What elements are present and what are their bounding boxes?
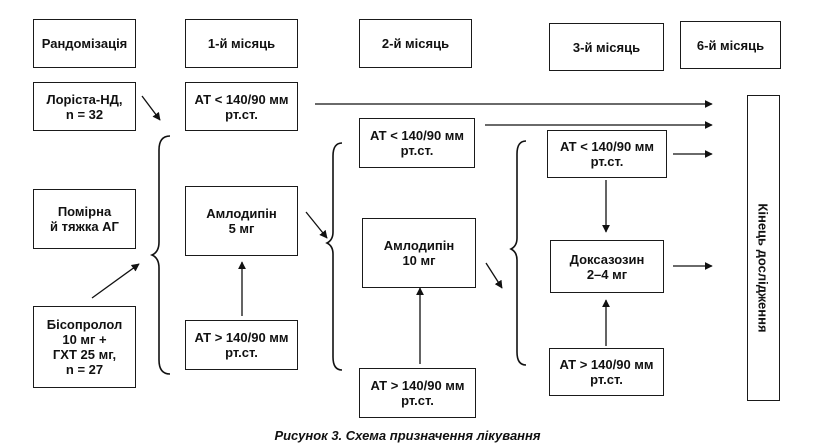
bp-above-month-2: АТ > 140/90 мм рт.ст. — [359, 368, 476, 418]
header-month-6: 6-й місяць — [680, 21, 781, 69]
bp-below-month-1: АТ < 140/90 мм рт.ст. — [185, 82, 298, 131]
header-randomization: Рандомізація — [33, 19, 136, 68]
header-month-3: 3-й місяць — [549, 23, 664, 71]
arrow-bisoprolol-to-brace — [91, 263, 140, 299]
bp-above-month-1: АТ > 140/90 мм рт.ст. — [185, 320, 298, 370]
header-month-2: 2-й місяць — [359, 19, 472, 68]
brace-3 — [509, 140, 527, 366]
arrow-amlodipine10-to-brace — [485, 262, 503, 289]
amlodipine-10-box: Амлодипін 10 мг — [362, 218, 476, 288]
end-of-study-label: Кінець дослідження — [755, 203, 771, 333]
bp-below-month-3: АТ < 140/90 мм рт.ст. — [547, 130, 667, 178]
bisoprolol-box: Бісопролол 10 мг + ГХТ 25 мг, n = 27 — [33, 306, 136, 388]
doxazosin-box: Доксазозин 2–4 мг — [550, 240, 664, 293]
amlodipine-5-box: Амлодипін 5 мг — [185, 186, 298, 256]
arrow-lorista-to-brace — [141, 95, 161, 121]
end-of-study-box — [747, 95, 780, 401]
figure-caption: Рисунок 3. Схема призначення лікування — [274, 428, 541, 443]
brace-1 — [149, 135, 171, 375]
moderate-severe-ah-box: Помірна й тяжка АГ — [33, 189, 136, 249]
arrow-amlodipine5-to-brace — [305, 211, 328, 239]
header-month-1: 1-й місяць — [185, 19, 298, 68]
bp-below-month-2: АТ < 140/90 мм рт.ст. — [359, 118, 475, 168]
brace-2 — [325, 142, 343, 371]
bp-above-month-3: АТ > 140/90 мм рт.ст. — [549, 348, 664, 396]
lorista-box: Лоріста-НД, n = 32 — [33, 82, 136, 131]
